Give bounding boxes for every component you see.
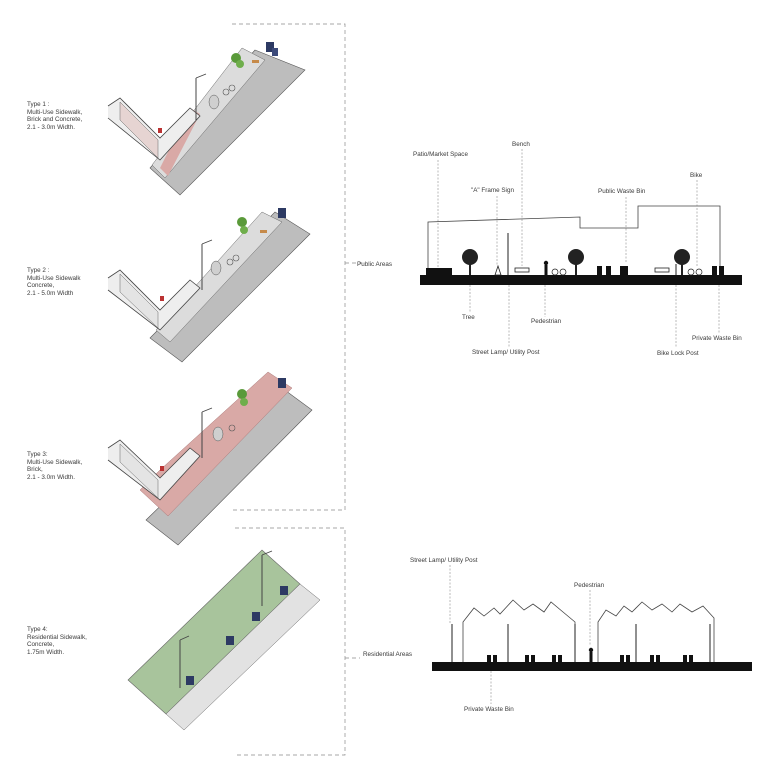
road-surface [149,211,311,363]
public-bin-label: Public Waste Bin [598,188,646,195]
tree [462,249,478,275]
tree [674,249,690,275]
tree [237,389,247,399]
pedestrian [543,260,549,275]
frame-sign-label: "A" Frame Sign [471,187,514,194]
building-wall [119,101,159,159]
residential-sidewalk [165,583,321,731]
bike-lock-label: Bike Lock Post [657,350,699,357]
pedestrian [588,647,594,662]
ground-slab [420,275,742,285]
patio-label: Patio/Market Space [413,151,468,158]
planter [208,94,220,110]
waste-bin [278,208,286,218]
private-bin-label: Private Waste Bin [464,706,514,713]
waste-bins [487,655,693,662]
private-bin-label: Private Waste Bin [692,335,742,342]
type2-axonometric [107,208,311,363]
public-areas-label: Public Areas [357,261,392,268]
bike [551,268,703,276]
storefront-outline [427,205,721,275]
bench-label: Bench [512,141,530,148]
pedestrian-label: Pedestrian [574,582,605,589]
waste-bin [278,378,286,388]
bench [514,267,530,273]
planter [212,426,224,442]
tree [568,249,584,275]
type1-label: Type 1 : Multi-Use Sidewalk, Brick and C… [27,101,83,131]
planter [210,260,222,276]
public-section: Public Areas [357,141,742,357]
bench [654,267,670,273]
patio-block [426,268,452,275]
public-bracket [232,23,362,511]
residential-section: Residential Areas Street Lamp/ Utility P… [363,557,752,713]
lamp-label: Street Lamp/ Utility Post [410,557,478,564]
a-frame-sign [494,264,502,276]
building-wall [119,273,159,329]
type1-axonometric [107,42,306,196]
residential-bracket [235,527,360,756]
bike-label: Bike [690,172,703,179]
type4-axonometric [127,549,321,731]
bench [252,60,259,63]
waste-bins [597,266,724,275]
lamp-label: Street Lamp/ Utility Post [472,349,540,356]
waste-bin [266,42,274,52]
building-wall [119,443,159,499]
house-row-left [462,599,576,662]
waste-bin [280,586,288,595]
ground-slab [432,662,752,671]
tree [237,217,247,227]
bench [260,230,267,233]
residential-areas-label: Residential Areas [363,651,412,658]
tree-label: Tree [462,314,475,321]
type2-label: Type 2 : Multi-Use Sidewalk Concrete, 2.… [27,267,81,297]
bike [228,424,236,432]
type3-axonometric [107,371,313,546]
type4-label: Type 4: Residential Sidewalk, Concrete, … [27,626,87,656]
pedestrian-label: Pedestrian [531,318,562,325]
bike [222,88,230,96]
house-row-right [597,601,715,662]
type3-label: Type 3: Multi-Use Sidewalk, Brick, 2.1 -… [27,451,83,481]
bike [226,258,234,266]
